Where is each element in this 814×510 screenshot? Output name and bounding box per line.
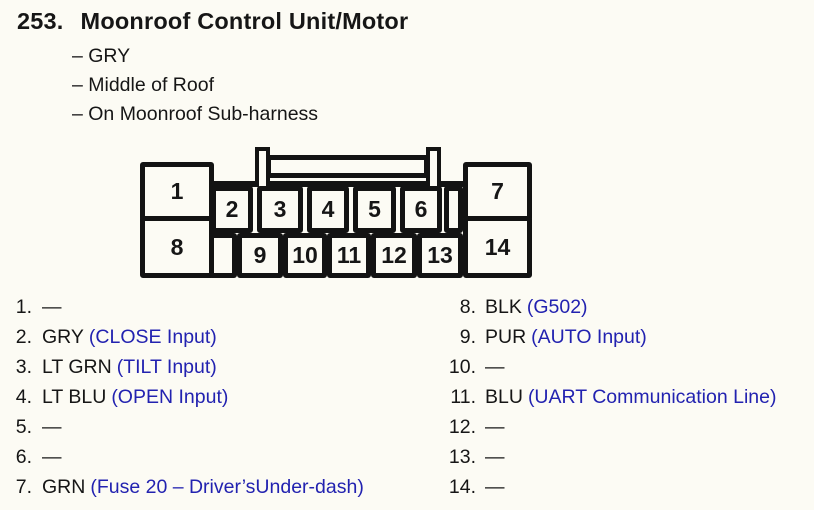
pin-row-2: 2. GRY (CLOSE Input) (10, 325, 364, 355)
pin-row-11: 11. BLU (UART Communication Line) (442, 385, 776, 415)
pin-wire-color: — (485, 446, 505, 468)
connector-cell-9: 9 (237, 233, 283, 278)
pin-list-left: 1. — 2. GRY (CLOSE Input) 3. LT GRN (TIL… (10, 295, 364, 505)
pin-wire-color: BLK (485, 296, 522, 318)
connector-cell-4: 4 (307, 186, 349, 233)
connector-cell-5: 5 (353, 186, 396, 233)
pin-row-9: 9. PUR (AUTO Input) (442, 325, 776, 355)
pin-wire-color: GRY (42, 326, 84, 348)
pin-wire-color: — (42, 416, 62, 438)
connector-cell-3: 3 (257, 186, 303, 233)
section-number: 253. (17, 8, 64, 34)
pin-row-4: 4. LT BLU (OPEN Input) (10, 385, 364, 415)
connector-top-rail (211, 181, 466, 187)
pin-function: (UART Communication Line) (527, 386, 777, 408)
pin-wire-color: — (485, 356, 505, 378)
connector-cell-12: 12 (371, 233, 417, 278)
pin-wire-color: PUR (485, 326, 527, 348)
connector-cell-blank-top (444, 186, 463, 233)
note-line: – GRY (72, 45, 131, 67)
connector-lock-bridge (266, 155, 429, 178)
pin-number: 3. (15, 356, 32, 378)
pin-number: 1. (15, 296, 32, 318)
pin-number: 4. (15, 386, 32, 408)
section-title: Moonroof Control Unit/Motor (80, 8, 409, 34)
pin-wire-color: GRN (42, 476, 86, 498)
pin-function: (TILT Input) (116, 356, 217, 378)
pin-row-3: 3. LT GRN (TILT Input) (10, 355, 364, 385)
connector-cell-2: 2 (211, 186, 253, 233)
pin-list-right: 8. BLK (G502) 9. PUR (AUTO Input) 10. — … (442, 295, 777, 505)
pin-row-13: 13. — (442, 445, 776, 475)
pin-row-7: 7. GRN (Fuse 20 – Driver’sUnder-dash) (10, 475, 364, 505)
pin-wire-color: — (485, 476, 505, 498)
pin-function: (Fuse 20 – Driver’sUnder-dash) (90, 476, 364, 498)
pin-wire-color: — (42, 446, 62, 468)
pin-row-12: 12. — (442, 415, 776, 445)
pin-row-1: 1. — (10, 295, 364, 325)
pin-row-14: 14. — (442, 475, 776, 505)
pin-number: 13. (448, 446, 476, 468)
connector-cell-10: 10 (283, 233, 327, 278)
connector-cell-8: 8 (140, 216, 214, 278)
page-title: 253. Moonroof Control Unit/Motor (17, 8, 408, 35)
pin-number: 6. (15, 446, 32, 468)
pin-number: 14. (448, 476, 476, 498)
pin-wire-color: LT GRN (42, 356, 112, 378)
connector-cell-7: 7 (463, 162, 532, 221)
location-notes: – GRY – Middle of Roof – On Moonroof Sub… (72, 43, 318, 130)
connector-cell-14: 14 (463, 216, 532, 278)
connector-cell-13: 13 (417, 233, 463, 278)
pin-row-8: 8. BLK (G502) (442, 295, 776, 325)
pin-function: (OPEN Input) (111, 386, 229, 408)
note-line: – On Moonroof Sub-harness (72, 103, 319, 125)
pin-number: 9. (459, 326, 476, 348)
pin-wire-color: LT BLU (42, 386, 107, 408)
pin-wire-color: — (485, 416, 505, 438)
pin-number: 8. (459, 296, 476, 318)
pin-number: 11. (450, 386, 476, 408)
pin-row-5: 5. — (10, 415, 364, 445)
connector-cell-6: 6 (400, 186, 442, 233)
pin-wire-color: BLU (485, 386, 523, 408)
pin-function: (G502) (526, 296, 588, 318)
pin-wire-color: — (42, 296, 62, 318)
note-line: – Middle of Roof (72, 74, 214, 96)
pin-row-6: 6. — (10, 445, 364, 475)
connector-cell-blank-bottom (209, 233, 237, 278)
pin-function: (AUTO Input) (531, 326, 647, 348)
pin-number: 5. (15, 416, 32, 438)
pin-number: 12. (448, 416, 476, 438)
connector-lock-post-left (255, 147, 270, 187)
pin-number: 10. (448, 356, 476, 378)
connector-cell-1: 1 (140, 162, 214, 221)
pin-row-10: 10. — (442, 355, 776, 385)
pin-number: 7. (15, 476, 32, 498)
pin-number: 2. (15, 326, 32, 348)
pin-function: (CLOSE Input) (88, 326, 217, 348)
connector-lock-post-right (426, 147, 441, 187)
connector-cell-11: 11 (327, 233, 371, 278)
